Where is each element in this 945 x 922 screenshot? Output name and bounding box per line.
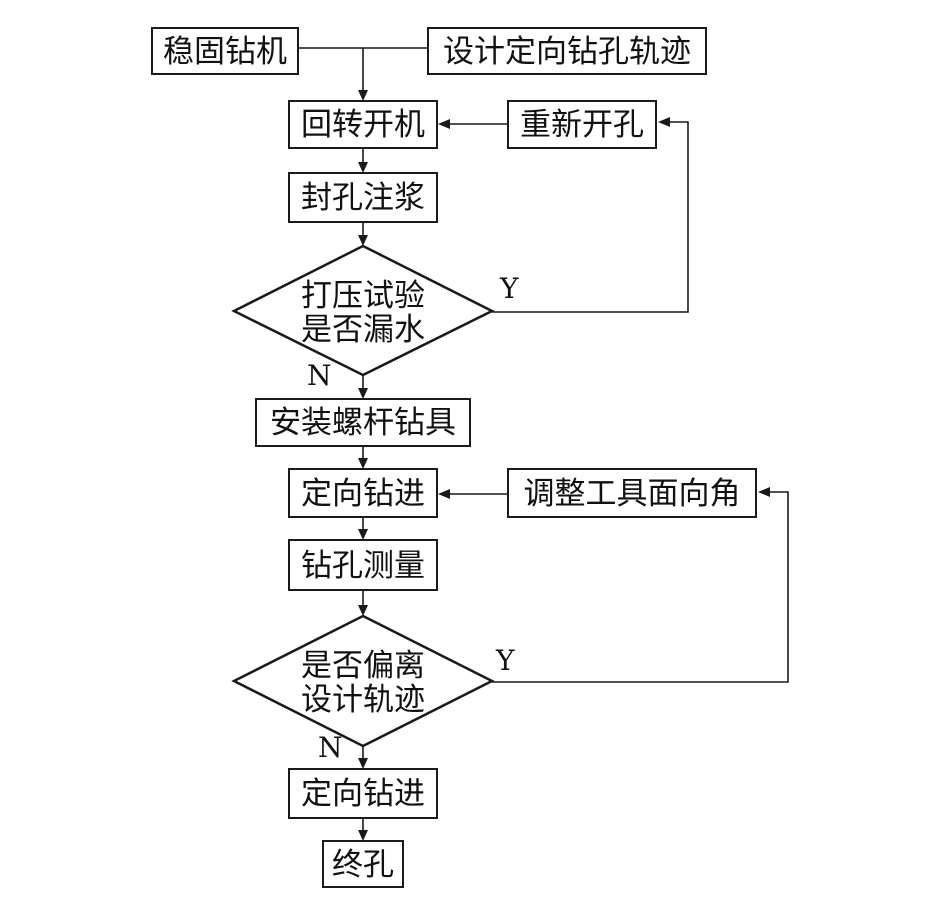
node-directional-label: 定向钻进 xyxy=(301,476,425,512)
arrowhead xyxy=(358,162,368,173)
node-install: 安装螺杆钻具 xyxy=(255,398,471,447)
arrowheads xyxy=(358,90,770,841)
node-stabilize-box xyxy=(151,27,299,75)
node-rotary-label: 回转开机 xyxy=(301,107,425,143)
decision-deviation-shape xyxy=(231,614,495,748)
decision-pressure-line1: 打压试验 xyxy=(301,278,425,314)
arrowhead xyxy=(358,235,368,246)
node-survey: 钻孔测量 xyxy=(288,539,438,591)
arrowhead xyxy=(358,388,368,399)
node-design: 设计定向钻孔轨迹 xyxy=(427,27,707,75)
arrowhead xyxy=(358,90,368,101)
arrowhead xyxy=(438,119,450,129)
node-stabilize: 稳固钻机 xyxy=(151,27,299,75)
decision-pressure-shape xyxy=(231,244,495,377)
node-directional2-label: 定向钻进 xyxy=(301,776,425,812)
node-end-label: 终孔 xyxy=(332,847,394,883)
node-adjust-box xyxy=(507,468,757,518)
node-rotary-box xyxy=(288,100,438,149)
node-install-box xyxy=(255,398,471,447)
arrowhead xyxy=(758,487,770,497)
arrowhead xyxy=(658,117,670,127)
arrowhead xyxy=(438,489,450,499)
arrowhead xyxy=(358,758,368,769)
node-adjust-toolface: 调整工具面向角 xyxy=(507,468,757,518)
arrowhead xyxy=(358,458,368,469)
label-no-deviation: N xyxy=(318,731,343,764)
node-directional2-box xyxy=(288,768,438,819)
node-design-box xyxy=(427,27,707,75)
node-rotary: 回转开机 xyxy=(288,100,438,149)
node-seal-label: 封孔注浆 xyxy=(301,180,425,216)
node-design-label: 设计定向钻孔轨迹 xyxy=(443,34,691,70)
decision-deviation: 是否偏离 设计轨迹 xyxy=(231,614,495,748)
connectors xyxy=(298,47,789,834)
node-adjust-label: 调整工具面向角 xyxy=(524,476,741,512)
node-seal-box xyxy=(288,172,438,223)
arrowhead xyxy=(358,529,368,540)
label-yes-pressure: Y xyxy=(499,272,519,305)
arrowhead xyxy=(358,605,368,616)
decision-deviation-line2: 设计轨迹 xyxy=(301,682,425,718)
node-directional-drilling-2: 定向钻进 xyxy=(288,768,438,819)
node-reopen: 重新开孔 xyxy=(507,100,657,149)
label-no-pressure: N xyxy=(307,359,332,392)
node-seal: 封孔注浆 xyxy=(288,172,438,223)
decision-pressure-line2: 是否漏水 xyxy=(301,312,425,348)
node-end-box xyxy=(322,840,404,888)
node-end: 终孔 xyxy=(322,840,404,888)
decision-pressure-test: 打压试验 是否漏水 xyxy=(231,244,495,377)
connector-pressure-yes-loop xyxy=(492,121,689,313)
node-reopen-box xyxy=(507,100,657,149)
node-install-label: 安装螺杆钻具 xyxy=(270,405,456,441)
node-survey-label: 钻孔测量 xyxy=(301,548,425,584)
node-directional-drilling: 定向钻进 xyxy=(288,468,438,518)
connector-deviate-yes-loop xyxy=(492,491,789,683)
node-directional-box xyxy=(288,468,438,518)
node-survey-box xyxy=(288,539,438,591)
arrowhead xyxy=(358,830,368,841)
label-yes-deviation: Y xyxy=(495,644,515,677)
node-stabilize-label: 稳固钻机 xyxy=(163,34,287,70)
decision-deviation-line1: 是否偏离 xyxy=(301,648,425,684)
node-reopen-label: 重新开孔 xyxy=(520,107,644,143)
